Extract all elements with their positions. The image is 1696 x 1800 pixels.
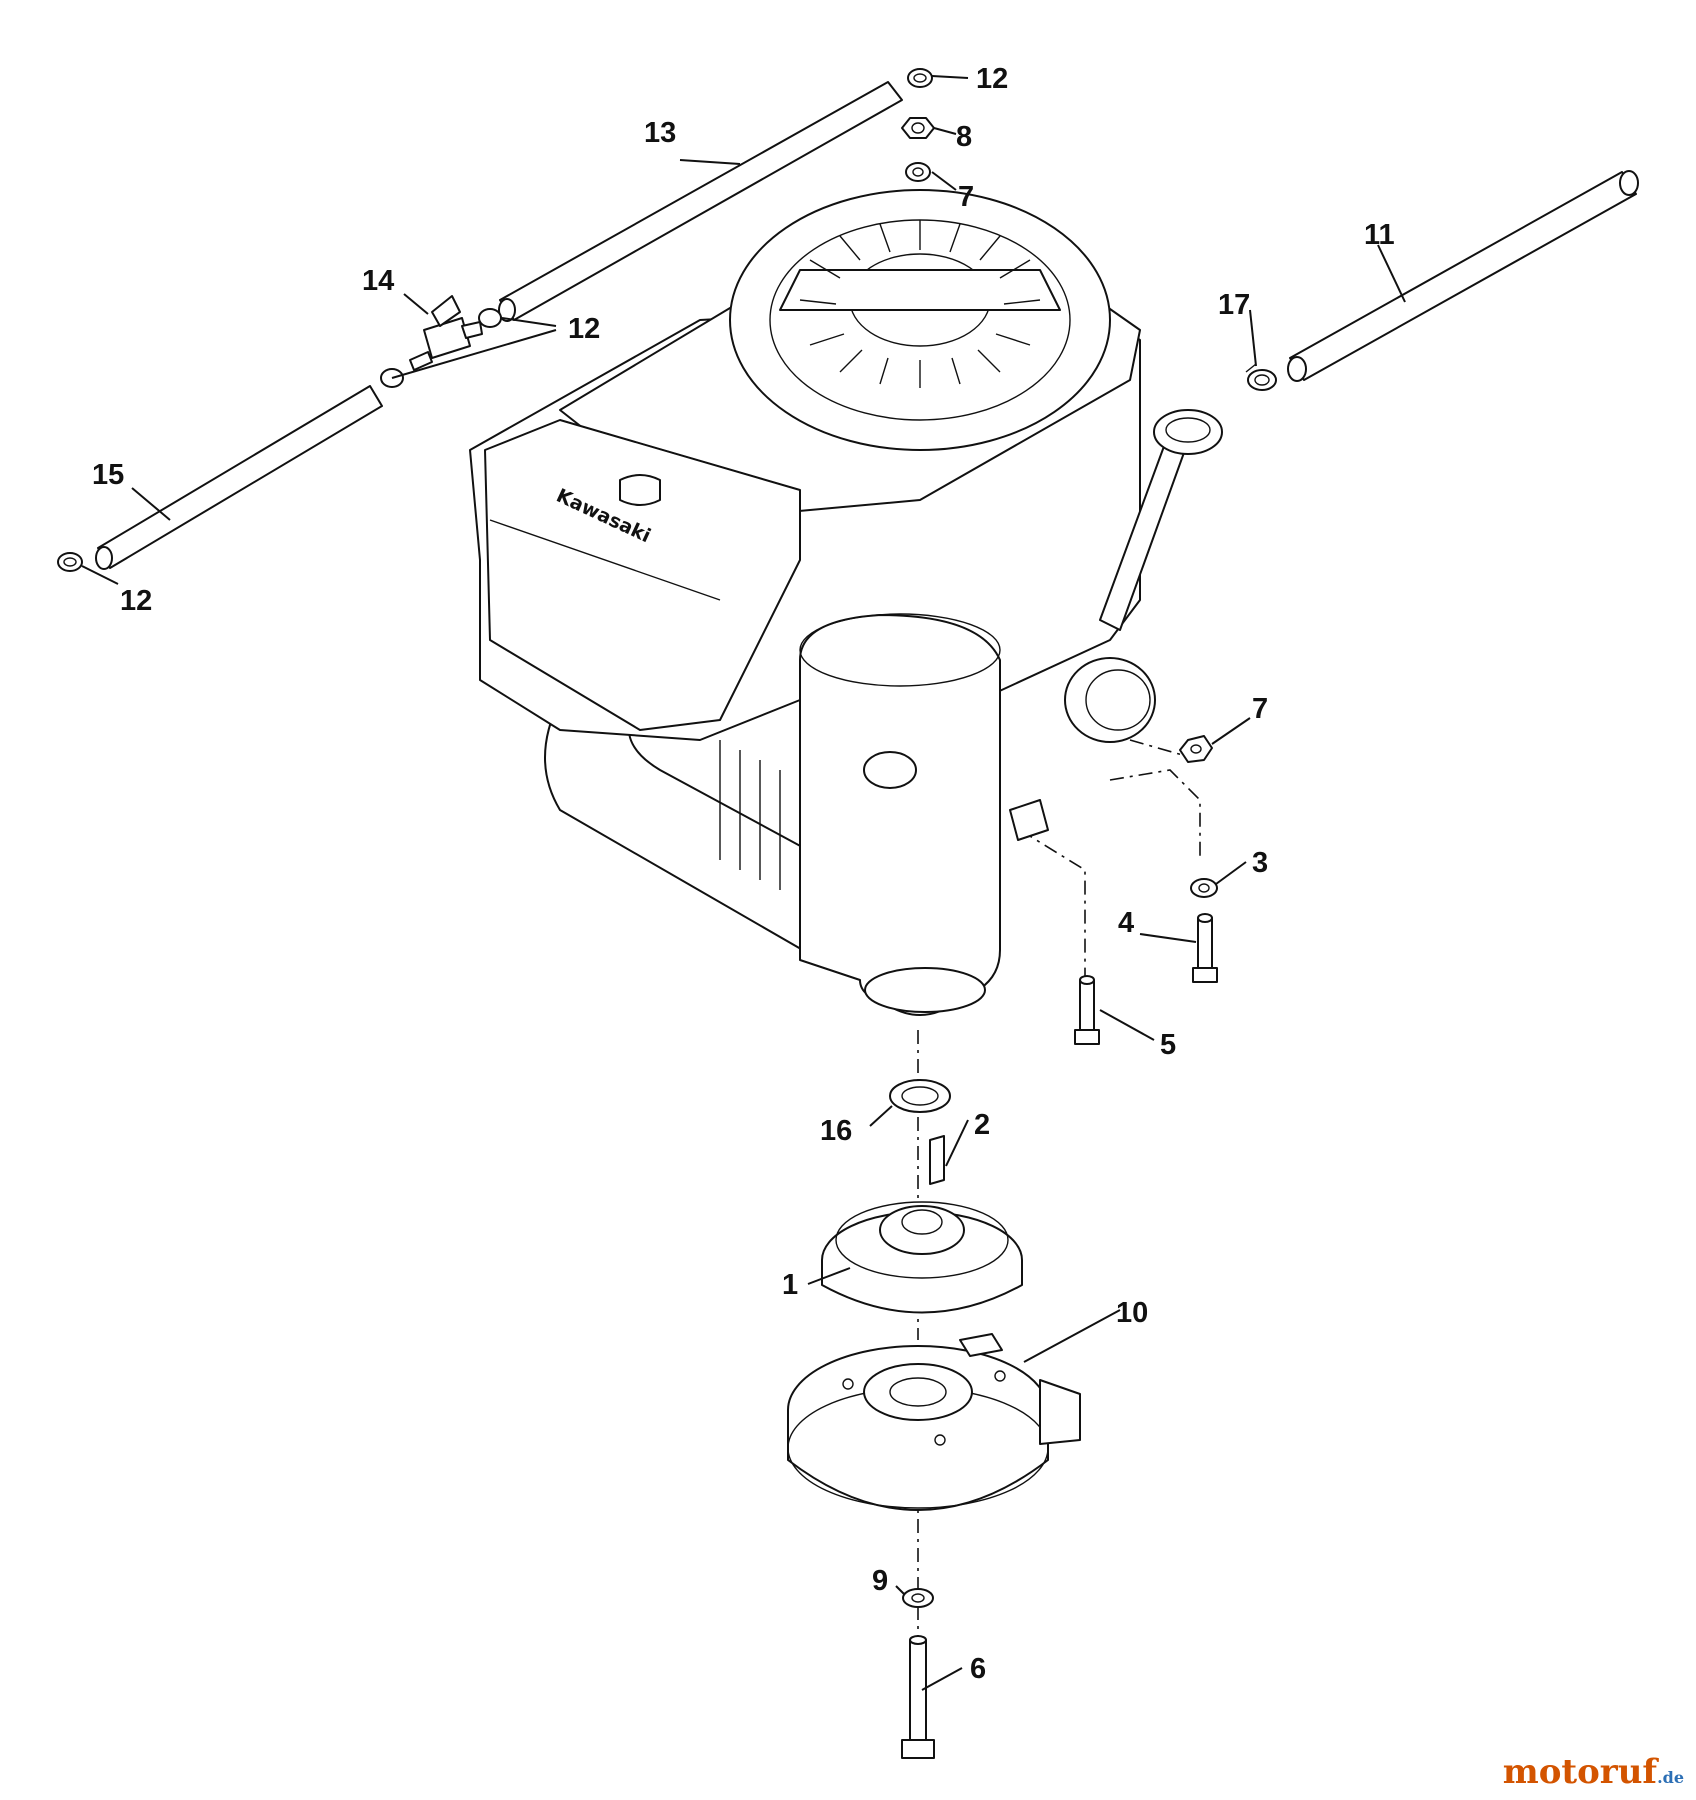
bolt-6 bbox=[901, 1635, 935, 1759]
callout-6: 6 bbox=[970, 1653, 986, 1685]
callout-10: 10 bbox=[1116, 1297, 1148, 1329]
washer-7-right bbox=[1179, 735, 1213, 763]
washer-7-top bbox=[905, 162, 931, 182]
callout-9: 9 bbox=[872, 1565, 888, 1597]
callout-17: 17 bbox=[1218, 289, 1250, 321]
watermark-tld: .de bbox=[1657, 1768, 1684, 1787]
engine: Kawasaki bbox=[469, 189, 1223, 1016]
callout-3: 3 bbox=[1252, 847, 1268, 879]
callout-8: 8 bbox=[956, 121, 972, 153]
callout-5: 5 bbox=[1160, 1029, 1176, 1061]
callout-11: 11 bbox=[1364, 219, 1395, 251]
nut-8 bbox=[901, 117, 935, 139]
fuel-hose-15 bbox=[95, 385, 383, 570]
callout-12-top: 12 bbox=[976, 63, 1008, 95]
lock-washer-3 bbox=[1190, 878, 1218, 898]
bolt-4 bbox=[1192, 913, 1218, 983]
fuel-hose-13 bbox=[498, 81, 903, 322]
callout-4: 4 bbox=[1118, 907, 1134, 939]
callout-14: 14 bbox=[362, 265, 394, 297]
fuel-hose-11 bbox=[1287, 170, 1639, 382]
callout-13: 13 bbox=[644, 117, 676, 149]
hose-clamp-12-bottom bbox=[57, 552, 83, 572]
hose-clamp-17 bbox=[1245, 363, 1277, 391]
callout-12-mid: 12 bbox=[568, 313, 600, 345]
pulley-1 bbox=[821, 1201, 1023, 1314]
bolt-5 bbox=[1074, 975, 1100, 1045]
callout-7-top: 7 bbox=[958, 181, 974, 213]
watermark-logo: motoruf.de bbox=[1503, 1752, 1684, 1792]
callout-labels: 12 8 7 13 11 17 14 12 15 12 7 3 4 5 2 16… bbox=[92, 63, 1395, 1685]
callout-2: 2 bbox=[974, 1109, 990, 1141]
spacer-16 bbox=[889, 1079, 951, 1113]
washer-9 bbox=[902, 1588, 934, 1608]
hose-clamp-12-top bbox=[907, 68, 933, 88]
callout-16: 16 bbox=[820, 1115, 852, 1147]
watermark-main: motoruf bbox=[1502, 1752, 1658, 1792]
callout-12-bottom: 12 bbox=[120, 585, 152, 617]
pto-clutch-10 bbox=[787, 1333, 1081, 1511]
callout-7-right: 7 bbox=[1252, 693, 1268, 725]
key-2 bbox=[929, 1135, 945, 1185]
leader-lines bbox=[81, 75, 1406, 1691]
callout-1: 1 bbox=[782, 1269, 798, 1301]
fuel-valve-14 bbox=[409, 295, 483, 371]
callout-15: 15 bbox=[92, 459, 124, 491]
